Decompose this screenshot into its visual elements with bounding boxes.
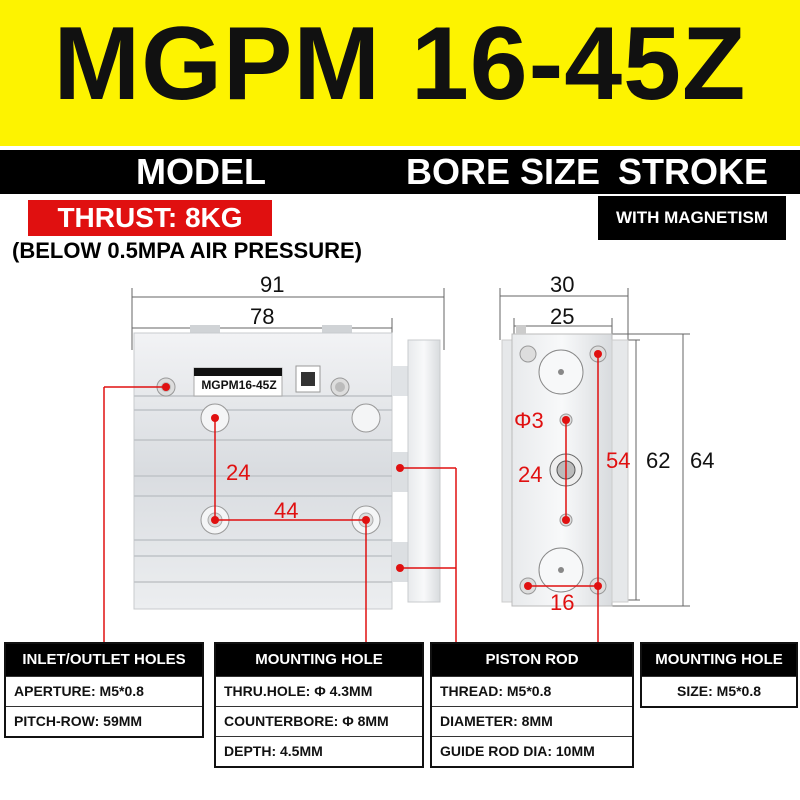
dim-hole-dia: Φ3	[514, 408, 544, 433]
spec-piston-rod-header: PISTON ROD	[432, 644, 632, 676]
dim-rod-spacing: 54	[606, 448, 631, 473]
dim-overall-length: 91	[260, 272, 285, 297]
spec-row: SIZE: M5*0.8	[642, 676, 796, 706]
spec-row: PITCH-ROW: 59MM	[6, 706, 202, 736]
product-title: MGPM 16-45Z	[53, 6, 747, 122]
dim-mount-horizontal: 44	[274, 498, 299, 523]
model-label: MODEL	[136, 151, 266, 192]
spec-inlet-outlet-header: INLET/OUTLET HOLES	[6, 644, 202, 676]
spec-row: DEPTH: 4.5MM	[216, 736, 422, 766]
dim-bottom-spacing: 16	[550, 590, 575, 615]
spec-inlet-outlet: INLET/OUTLET HOLES APERTURE: M5*0.8 PITC…	[4, 642, 204, 738]
dim-height-body: 62	[646, 448, 671, 473]
spec-mounting-hole: MOUNTING HOLE THRU.HOLE: Φ 4.3MM COUNTER…	[214, 642, 424, 768]
end-view-body	[501, 325, 629, 607]
dim-width-body: 25	[550, 304, 575, 329]
spec-mounting-size: MOUNTING HOLE SIZE: M5*0.8	[640, 642, 798, 708]
bore-size-label: BORE SIZE	[406, 151, 601, 192]
stroke-label: STROKE	[618, 151, 769, 192]
end-dimension-lines	[499, 288, 690, 607]
thrust-badge: THRUST: 8KG	[28, 200, 272, 236]
side-red-dots	[162, 383, 404, 572]
dim-height-overall: 64	[690, 448, 715, 473]
spec-row: COUNTERBORE: Φ 8MM	[216, 706, 422, 736]
spec-mounting-size-header: MOUNTING HOLE	[642, 644, 796, 676]
spec-piston-rod: PISTON ROD THREAD: M5*0.8 DIAMETER: 8MM …	[430, 642, 634, 768]
spec-row: THREAD: M5*0.8	[432, 676, 632, 706]
spec-mounting-hole-header: MOUNTING HOLE	[216, 644, 422, 676]
side-red-lines	[103, 386, 457, 645]
body-model-label: MGPM16-45Z	[201, 378, 277, 392]
dim-mount-vertical: 24	[226, 460, 251, 485]
magnetism-badge: WITH MAGNETISM	[598, 196, 786, 240]
pressure-note: (BELOW 0.5MPA AIR PRESSURE)	[12, 238, 362, 263]
spec-row: DIAMETER: 8MM	[432, 706, 632, 736]
end-red-lines	[528, 354, 599, 645]
title-banner	[0, 0, 800, 146]
spec-row: APERTURE: M5*0.8	[6, 676, 202, 706]
spec-row: THRU.HOLE: Φ 4.3MM	[216, 676, 422, 706]
end-red-dots	[524, 350, 602, 590]
side-view-body	[133, 325, 441, 610]
dim-body-length: 78	[250, 304, 275, 329]
dim-width-overall: 30	[550, 272, 575, 297]
spec-row: GUIDE ROD DIA: 10MM	[432, 736, 632, 766]
dim-center-spacing: 24	[518, 462, 543, 487]
label-bar	[0, 150, 800, 194]
